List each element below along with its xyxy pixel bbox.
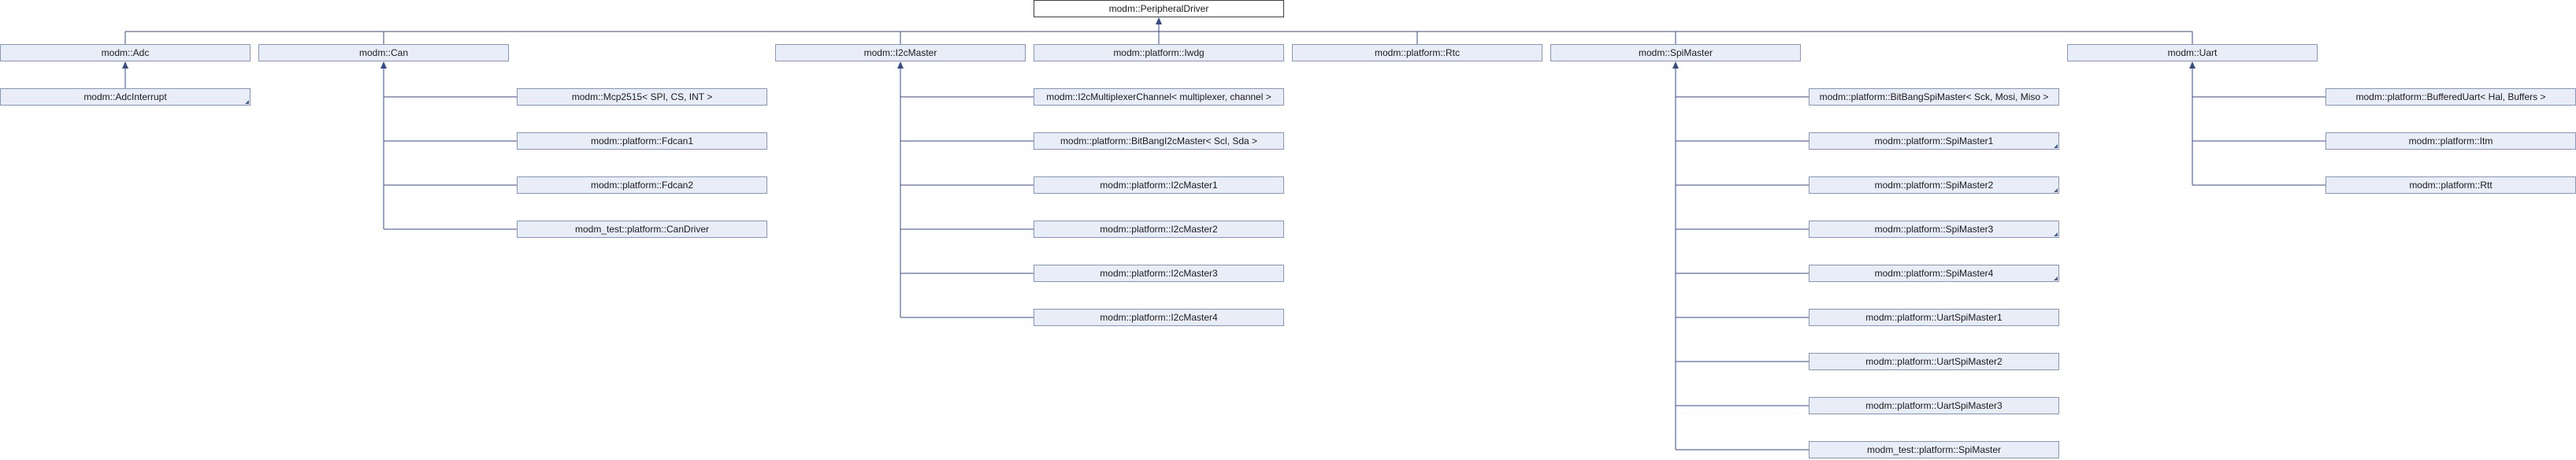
node-peripheral-driver[interactable]: modm::PeripheralDriver — [1034, 0, 1284, 17]
arrowhead-adc — [122, 61, 128, 69]
node-spi-master2[interactable]: modm::platform::SpiMaster2 — [1809, 176, 2059, 194]
node-test-spi-master[interactable]: modm_test::platform::SpiMaster — [1809, 441, 2059, 458]
fold-corner-icon — [245, 100, 249, 104]
node-mcp2515[interactable]: modm::Mcp2515< SPI, CS, INT > — [517, 88, 767, 106]
node-spi-master1[interactable]: modm::platform::SpiMaster1 — [1809, 132, 2059, 150]
fold-corner-icon — [2054, 144, 2058, 148]
arrowhead-spi_master — [1672, 61, 1679, 69]
node-fdcan2[interactable]: modm::platform::Fdcan2 — [517, 176, 767, 194]
node-rtc[interactable]: modm::platform::Rtc — [1292, 44, 1542, 61]
node-spi-master[interactable]: modm::SpiMaster — [1550, 44, 1801, 61]
node-adc[interactable]: modm::Adc — [0, 44, 251, 61]
node-uart-spi-master3[interactable]: modm::platform::UartSpiMaster3 — [1809, 397, 2059, 414]
node-fdcan1[interactable]: modm::platform::Fdcan1 — [517, 132, 767, 150]
node-label: modm::platform::SpiMaster4 — [1874, 268, 1994, 279]
arrowhead-uart — [2189, 61, 2196, 69]
arrowhead-i2c_master — [897, 61, 904, 69]
node-i2c-multiplexer-channel[interactable]: modm::I2cMultiplexerChannel< multiplexer… — [1034, 88, 1284, 106]
node-i2c-master[interactable]: modm::I2cMaster — [775, 44, 1026, 61]
fold-corner-icon — [2054, 232, 2058, 236]
node-i2c-master1[interactable]: modm::platform::I2cMaster1 — [1034, 176, 1284, 194]
node-i2c-master3[interactable]: modm::platform::I2cMaster3 — [1034, 265, 1284, 282]
fold-corner-icon — [2054, 276, 2058, 280]
node-spi-master3[interactable]: modm::platform::SpiMaster3 — [1809, 221, 2059, 238]
node-iwdg[interactable]: modm::platform::Iwdg — [1034, 44, 1284, 61]
arrowhead-root — [1156, 17, 1162, 24]
node-rtt[interactable]: modm::platform::Rtt — [2325, 176, 2576, 194]
node-label: modm::AdcInterrupt — [84, 91, 167, 102]
node-can[interactable]: modm::Can — [258, 44, 509, 61]
node-spi-master4[interactable]: modm::platform::SpiMaster4 — [1809, 265, 2059, 282]
node-label: modm::platform::SpiMaster1 — [1874, 135, 1994, 147]
node-uart-spi-master1[interactable]: modm::platform::UartSpiMaster1 — [1809, 309, 2059, 326]
node-bitbang-i2c-master[interactable]: modm::platform::BitBangI2cMaster< Scl, S… — [1034, 132, 1284, 150]
arrowhead-can — [380, 61, 387, 69]
node-itm[interactable]: modm::platform::Itm — [2325, 132, 2576, 150]
node-label: modm::platform::SpiMaster3 — [1874, 224, 1994, 235]
node-i2c-master4[interactable]: modm::platform::I2cMaster4 — [1034, 309, 1284, 326]
node-buffered-uart[interactable]: modm::platform::BufferedUart< Hal, Buffe… — [2325, 88, 2576, 106]
node-can-driver[interactable]: modm_test::platform::CanDriver — [517, 221, 767, 238]
node-i2c-master2[interactable]: modm::platform::I2cMaster2 — [1034, 221, 1284, 238]
node-uart-spi-master2[interactable]: modm::platform::UartSpiMaster2 — [1809, 353, 2059, 370]
node-adc-interrupt[interactable]: modm::AdcInterrupt — [0, 88, 251, 106]
node-label: modm::platform::SpiMaster2 — [1874, 180, 1994, 191]
fold-corner-icon — [2054, 188, 2058, 192]
node-bitbang-spi-master[interactable]: modm::platform::BitBangSpiMaster< Sck, M… — [1809, 88, 2059, 106]
node-uart[interactable]: modm::Uart — [2067, 44, 2318, 61]
